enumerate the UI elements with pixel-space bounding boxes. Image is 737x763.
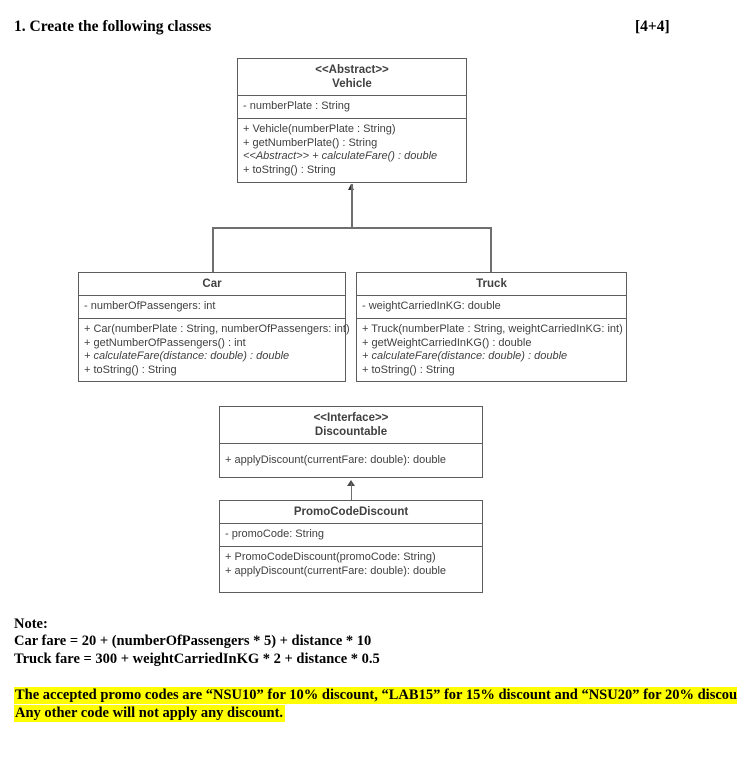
realization-line: [350, 483, 352, 500]
method-line: + applyDiscount(currentFare: double): do…: [225, 454, 447, 466]
class-box-discountable: <<Interface>> Discountable + applyDiscou…: [219, 406, 483, 478]
generalization-line-to-truck: [490, 227, 492, 272]
class-box-car: Car - numberOfPassengers: int + Car(numb…: [78, 272, 350, 382]
class-name: Vehicle: [332, 78, 372, 90]
note-label: Note:: [14, 616, 48, 632]
attributes-section: - numberOfPassengers: int: [79, 296, 345, 319]
attributes-section: - numberPlate : String: [238, 96, 466, 119]
method-line: + getNumberPlate() : String: [243, 136, 378, 149]
class-name: Discountable: [314, 426, 388, 438]
class-header: PromoCodeDiscount: [220, 501, 482, 524]
class-name: PromoCodeDiscount: [293, 506, 409, 518]
class-box-vehicle: <<Abstract>> Vehicle - numberPlate : Str…: [237, 58, 467, 183]
class-name: Truck: [476, 278, 507, 290]
method-line: + toString() : String: [362, 364, 455, 377]
promo-codes-line: The accepted promo codes are “NSU10” for…: [14, 687, 737, 704]
note-block: Note: Car fare = 20 + (numberOfPassenger…: [14, 616, 380, 668]
method-line: + toString() : String: [243, 164, 336, 177]
methods-section: + applyDiscount(currentFare: double): do…: [220, 444, 482, 477]
promo-codes-line: Any other code will not apply any discou…: [14, 704, 286, 722]
method-line-abstract: <<Abstract>> + calculateFare() : double: [243, 150, 438, 163]
method-line: + PromoCodeDiscount(promoCode: String): [225, 550, 436, 563]
question-marks: [4+4]: [635, 18, 670, 35]
class-header: <<Interface>> Discountable: [220, 407, 482, 444]
attribute-line: - numberPlate : String: [243, 100, 350, 112]
method-line: + toString() : String: [84, 364, 177, 377]
car-fare-formula: Car fare = 20 + (numberOfPassengers * 5)…: [14, 633, 372, 650]
method-line-override: + calculateFare(distance: double) : doub…: [84, 350, 290, 363]
method-line: + Truck(numberPlate : String, weightCarr…: [362, 322, 623, 335]
promo-codes-note: The accepted promo codes are “NSU10” for…: [14, 687, 737, 722]
class-header: Truck: [357, 273, 626, 296]
attribute-line: - weightCarriedInKG: double: [362, 300, 501, 312]
methods-section: + PromoCodeDiscount(promoCode: String) +…: [220, 547, 482, 592]
method-line: + Vehicle(numberPlate : String): [243, 122, 396, 135]
class-box-promocodediscount: PromoCodeDiscount - promoCode: String + …: [219, 500, 483, 593]
truck-fare-formula: Truck fare = 300 + weightCarriedInKG * 2…: [14, 650, 380, 667]
attribute-line: - promoCode: String: [225, 528, 325, 540]
methods-section: + Vehicle(numberPlate : String) + getNum…: [238, 119, 466, 182]
class-box-truck: Truck - weightCarriedInKG: double + Truc…: [356, 272, 627, 382]
class-header: <<Abstract>> Vehicle: [238, 59, 466, 96]
class-stereotype: <<Abstract>>: [315, 64, 389, 76]
class-name: Car: [202, 278, 222, 290]
question-title: 1. Create the following classes: [14, 18, 212, 35]
methods-section: + Car(numberPlate : String, numberOfPass…: [79, 319, 350, 382]
class-header: Car: [79, 273, 345, 296]
method-line: + getNumberOfPassengers() : int: [84, 336, 246, 349]
method-line: + applyDiscount(currentFare: double): do…: [225, 564, 447, 577]
attribute-line: - numberOfPassengers: int: [84, 300, 216, 312]
method-line: + Car(numberPlate : String, numberOfPass…: [84, 322, 350, 335]
generalization-line-to-car: [212, 227, 214, 272]
attributes-section: - promoCode: String: [220, 524, 482, 547]
method-line: + getWeightCarriedInKG() : double: [362, 336, 532, 349]
generalization-line-horizontal: [212, 227, 492, 229]
methods-section: + Truck(numberPlate : String, weightCarr…: [357, 319, 626, 382]
attributes-section: - weightCarriedInKG: double: [357, 296, 626, 319]
generalization-line-stem: [351, 184, 353, 228]
class-stereotype: <<Interface>>: [313, 412, 389, 424]
method-line-override: + calculateFare(distance: double) : doub…: [362, 350, 568, 363]
